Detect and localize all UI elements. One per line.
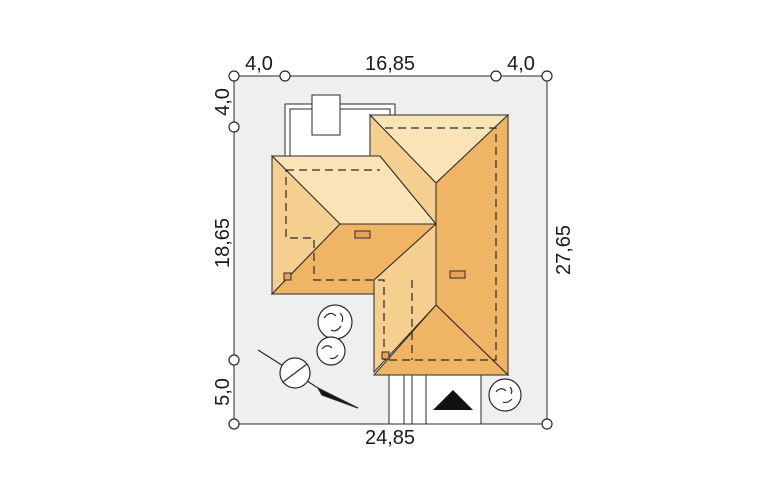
dim-left-bottom: 5,0 xyxy=(212,378,234,406)
dim-right: 27,65 xyxy=(553,225,575,275)
roof-main-wing xyxy=(368,113,510,377)
dimension-markers xyxy=(228,70,553,430)
dim-left-middle: 18,65 xyxy=(212,218,234,268)
tree-icon xyxy=(317,304,353,340)
driveway xyxy=(388,374,482,425)
roof-left-wing xyxy=(270,154,438,296)
north-arrow-icon xyxy=(257,349,359,409)
dim-bottom: 24,85 xyxy=(365,427,415,449)
dim-left-top: 4,0 xyxy=(212,88,234,116)
dim-top-right: 4,0 xyxy=(507,53,535,75)
roof-vents xyxy=(283,230,466,360)
tree-icon xyxy=(316,336,346,366)
wall-outline-dashed xyxy=(285,127,497,361)
dim-top-middle: 16,85 xyxy=(365,53,415,75)
entrance-triangle-icon xyxy=(433,390,473,410)
tree-icon xyxy=(488,378,522,412)
dim-top-left: 4,0 xyxy=(245,53,273,75)
